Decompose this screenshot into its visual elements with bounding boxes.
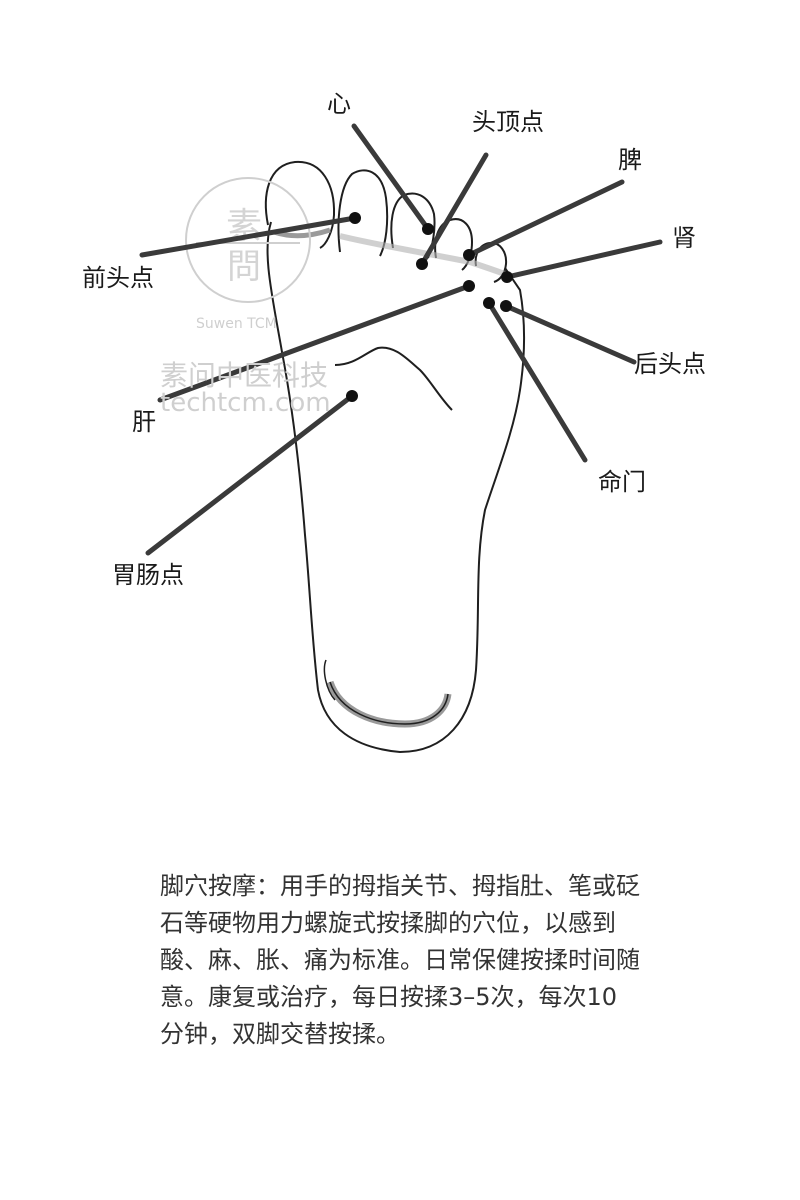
leader-line-gan (157, 283, 472, 403)
label-gan: 肝 (132, 408, 156, 436)
point-xin (422, 223, 434, 235)
watermark-seal-bottom: 問 (227, 247, 261, 287)
point-weichangdian (346, 390, 358, 402)
point-qiantoudian (349, 212, 361, 224)
watermark-seal (185, 177, 311, 303)
label-mingmen: 命门 (598, 468, 646, 496)
label-houtoudian: 后头点 (634, 350, 706, 378)
point-gan (463, 280, 475, 292)
foot-outline (266, 221, 526, 754)
point-shen (501, 271, 513, 283)
big-toe-outline (264, 160, 336, 249)
arch-outline (334, 346, 453, 411)
heel-shading (326, 680, 452, 728)
third-toe-outline (390, 192, 436, 259)
label-qiantoudian: 前头点 (82, 264, 154, 292)
label-weichangdian: 胃肠点 (112, 561, 184, 589)
foot-reflexology-diagram: 素 問 (139, 123, 663, 754)
leader-line-toudingdian (419, 152, 489, 267)
point-toudingdian (416, 258, 428, 270)
watermark-brand-cn: 素问中医科技 (160, 359, 329, 392)
leader-line-pi (466, 179, 625, 258)
label-xin: 心 (327, 90, 351, 118)
leader-line-xin (351, 123, 431, 232)
second-toe-outline (337, 169, 389, 257)
leader-line-houtoudian (503, 303, 637, 365)
leader-line-mingmen (486, 300, 588, 463)
massage-instructions-caption: 脚穴按摩：用手的拇指关节、拇指肚、笔或砭石等硬物用力螺旋式按揉脚的穴位，以感到酸… (160, 872, 640, 1048)
point-pi (463, 249, 475, 261)
label-shen: 肾 (672, 224, 696, 252)
watermark-domain: techtcm.com (160, 388, 331, 418)
label-pi: 脾 (618, 146, 642, 174)
leader-line-shen (504, 239, 663, 280)
leader-line-qiantoudian (139, 215, 358, 258)
watermark-brand-en: Suwen TCM (196, 316, 277, 332)
label-toudingdian: 头顶点 (472, 108, 544, 136)
point-houtoudian (500, 300, 512, 312)
point-mingmen (483, 297, 495, 309)
leader-line-weichangdian (145, 393, 355, 556)
